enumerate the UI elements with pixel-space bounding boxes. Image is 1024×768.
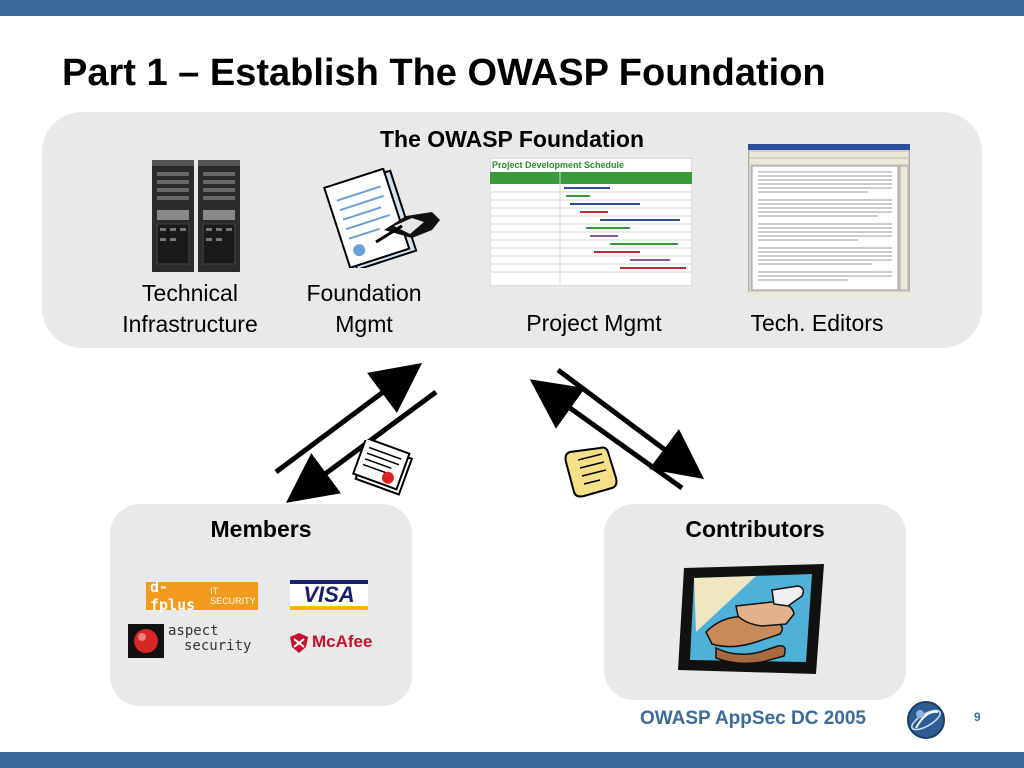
contributors-heading: Contributors — [685, 516, 825, 542]
project-mgmt-label: Project Mgmt — [526, 310, 662, 336]
slide-title: Part 1 – Establish The OWASP Foundation — [62, 52, 826, 94]
scroll-document-icon — [564, 446, 618, 498]
certificate-icon — [351, 440, 414, 496]
members-heading: Members — [210, 516, 312, 542]
foundation-panel: The OWASP Foundation Technical Infrastru… — [42, 112, 982, 348]
page-number: 9 — [974, 710, 981, 724]
mcafee-logo: McAfee — [288, 632, 388, 654]
aspect-globe-icon — [128, 624, 164, 658]
gantt-chart-title: Project Development Schedule — [492, 160, 624, 170]
top-accent-bar — [0, 0, 1024, 16]
joined-hands-icon — [678, 564, 824, 674]
footer-conference: OWASP AppSec DC 2005 — [640, 708, 866, 729]
arrow-contributors-to-foundation — [529, 379, 684, 491]
owasp-globe-logo — [907, 701, 945, 739]
gantt-chart-screenshot: Project Development Schedule — [490, 158, 692, 286]
server-rack-icon — [152, 160, 240, 272]
tech-editors-label: Tech. Editors — [750, 310, 884, 336]
members-panel: Members d-fplus IT SECURITY VISA aspect … — [110, 504, 412, 706]
technical-infrastructure-label: Technical Infrastructure — [122, 280, 258, 337]
foundation-heading: The OWASP Foundation — [379, 126, 645, 152]
relationship-arrows — [274, 363, 705, 503]
signing-document-icon — [323, 168, 440, 268]
visa-logo: VISA — [290, 580, 368, 610]
word-document-screenshot — [748, 144, 910, 298]
foundation-mgmt-label: Foundation Mgmt — [306, 280, 422, 337]
mcafee-shield-icon — [290, 633, 308, 653]
aspect-security-logo: aspect security — [128, 624, 264, 658]
dfplus-logo: d-fplus IT SECURITY — [146, 578, 258, 614]
contributors-panel: Contributors — [604, 504, 906, 700]
bottom-accent-bar — [0, 752, 1024, 768]
